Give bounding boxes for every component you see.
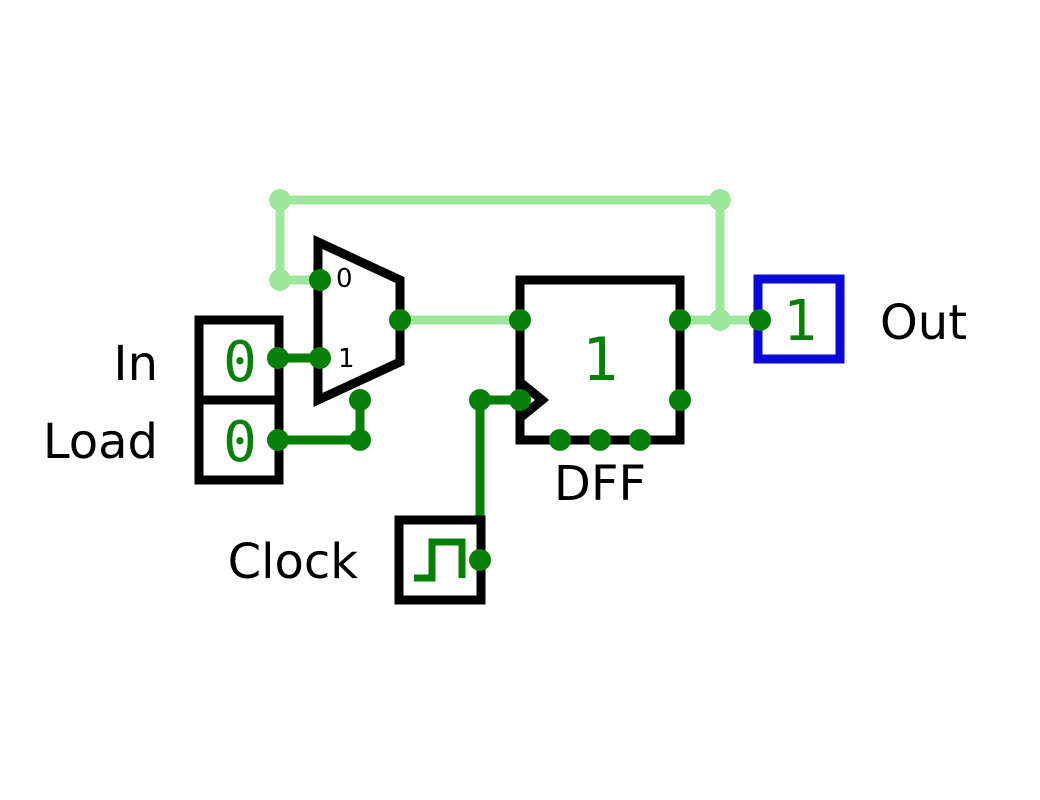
feedback-corner-bottom-left-dot [269, 269, 291, 291]
load-value[interactable]: 0 [223, 410, 257, 475]
feedback-corner-top-left-dot [269, 189, 291, 211]
load-wire-corner-dot [349, 429, 371, 451]
out-value: 1 [783, 289, 817, 354]
dff-output-pin [669, 309, 691, 331]
load-to-mux-select-wire [278, 400, 365, 445]
load-output-pin [267, 429, 289, 451]
feedback-tap-dot [709, 309, 731, 331]
mux-body [313, 234, 405, 408]
dff-output-bar-pin [669, 389, 691, 411]
mux-select-pin [349, 389, 371, 411]
out-label: Out [880, 295, 967, 351]
mux-port1-pin [309, 347, 331, 369]
mux-port1-label: 1 [338, 344, 355, 374]
mux-port0-label: 0 [336, 264, 353, 294]
mux-port0-pin [309, 269, 331, 291]
dff-bottom-pin-3 [629, 429, 651, 451]
out-input-pin [749, 309, 771, 331]
in-output-pin [267, 347, 289, 369]
mux-output-pin [389, 309, 411, 331]
clock-wire [475, 395, 520, 560]
feedback-corner-top-right-dot [709, 189, 731, 211]
dff-clock-triangle [517, 378, 550, 422]
clock-label: Clock [228, 534, 359, 590]
dff-body [515, 275, 685, 445]
in-value[interactable]: 0 [223, 330, 257, 395]
clock-wave-icon [414, 538, 466, 582]
in-label: In [113, 336, 158, 392]
dff-value: 1 [582, 325, 618, 395]
clock-wire-corner-dot [469, 389, 491, 411]
dff-label: DFF [554, 456, 646, 512]
clock-output-pin [469, 549, 491, 571]
dff-bottom-pin-1 [549, 429, 571, 451]
load-label: Load [43, 414, 158, 470]
dff-data-input-pin [509, 309, 531, 331]
dff-clock-input-pin [509, 389, 531, 411]
clock-input-box[interactable] [394, 515, 486, 605]
feedback-wire [275, 195, 725, 320]
dff-bottom-pin-2 [589, 429, 611, 451]
